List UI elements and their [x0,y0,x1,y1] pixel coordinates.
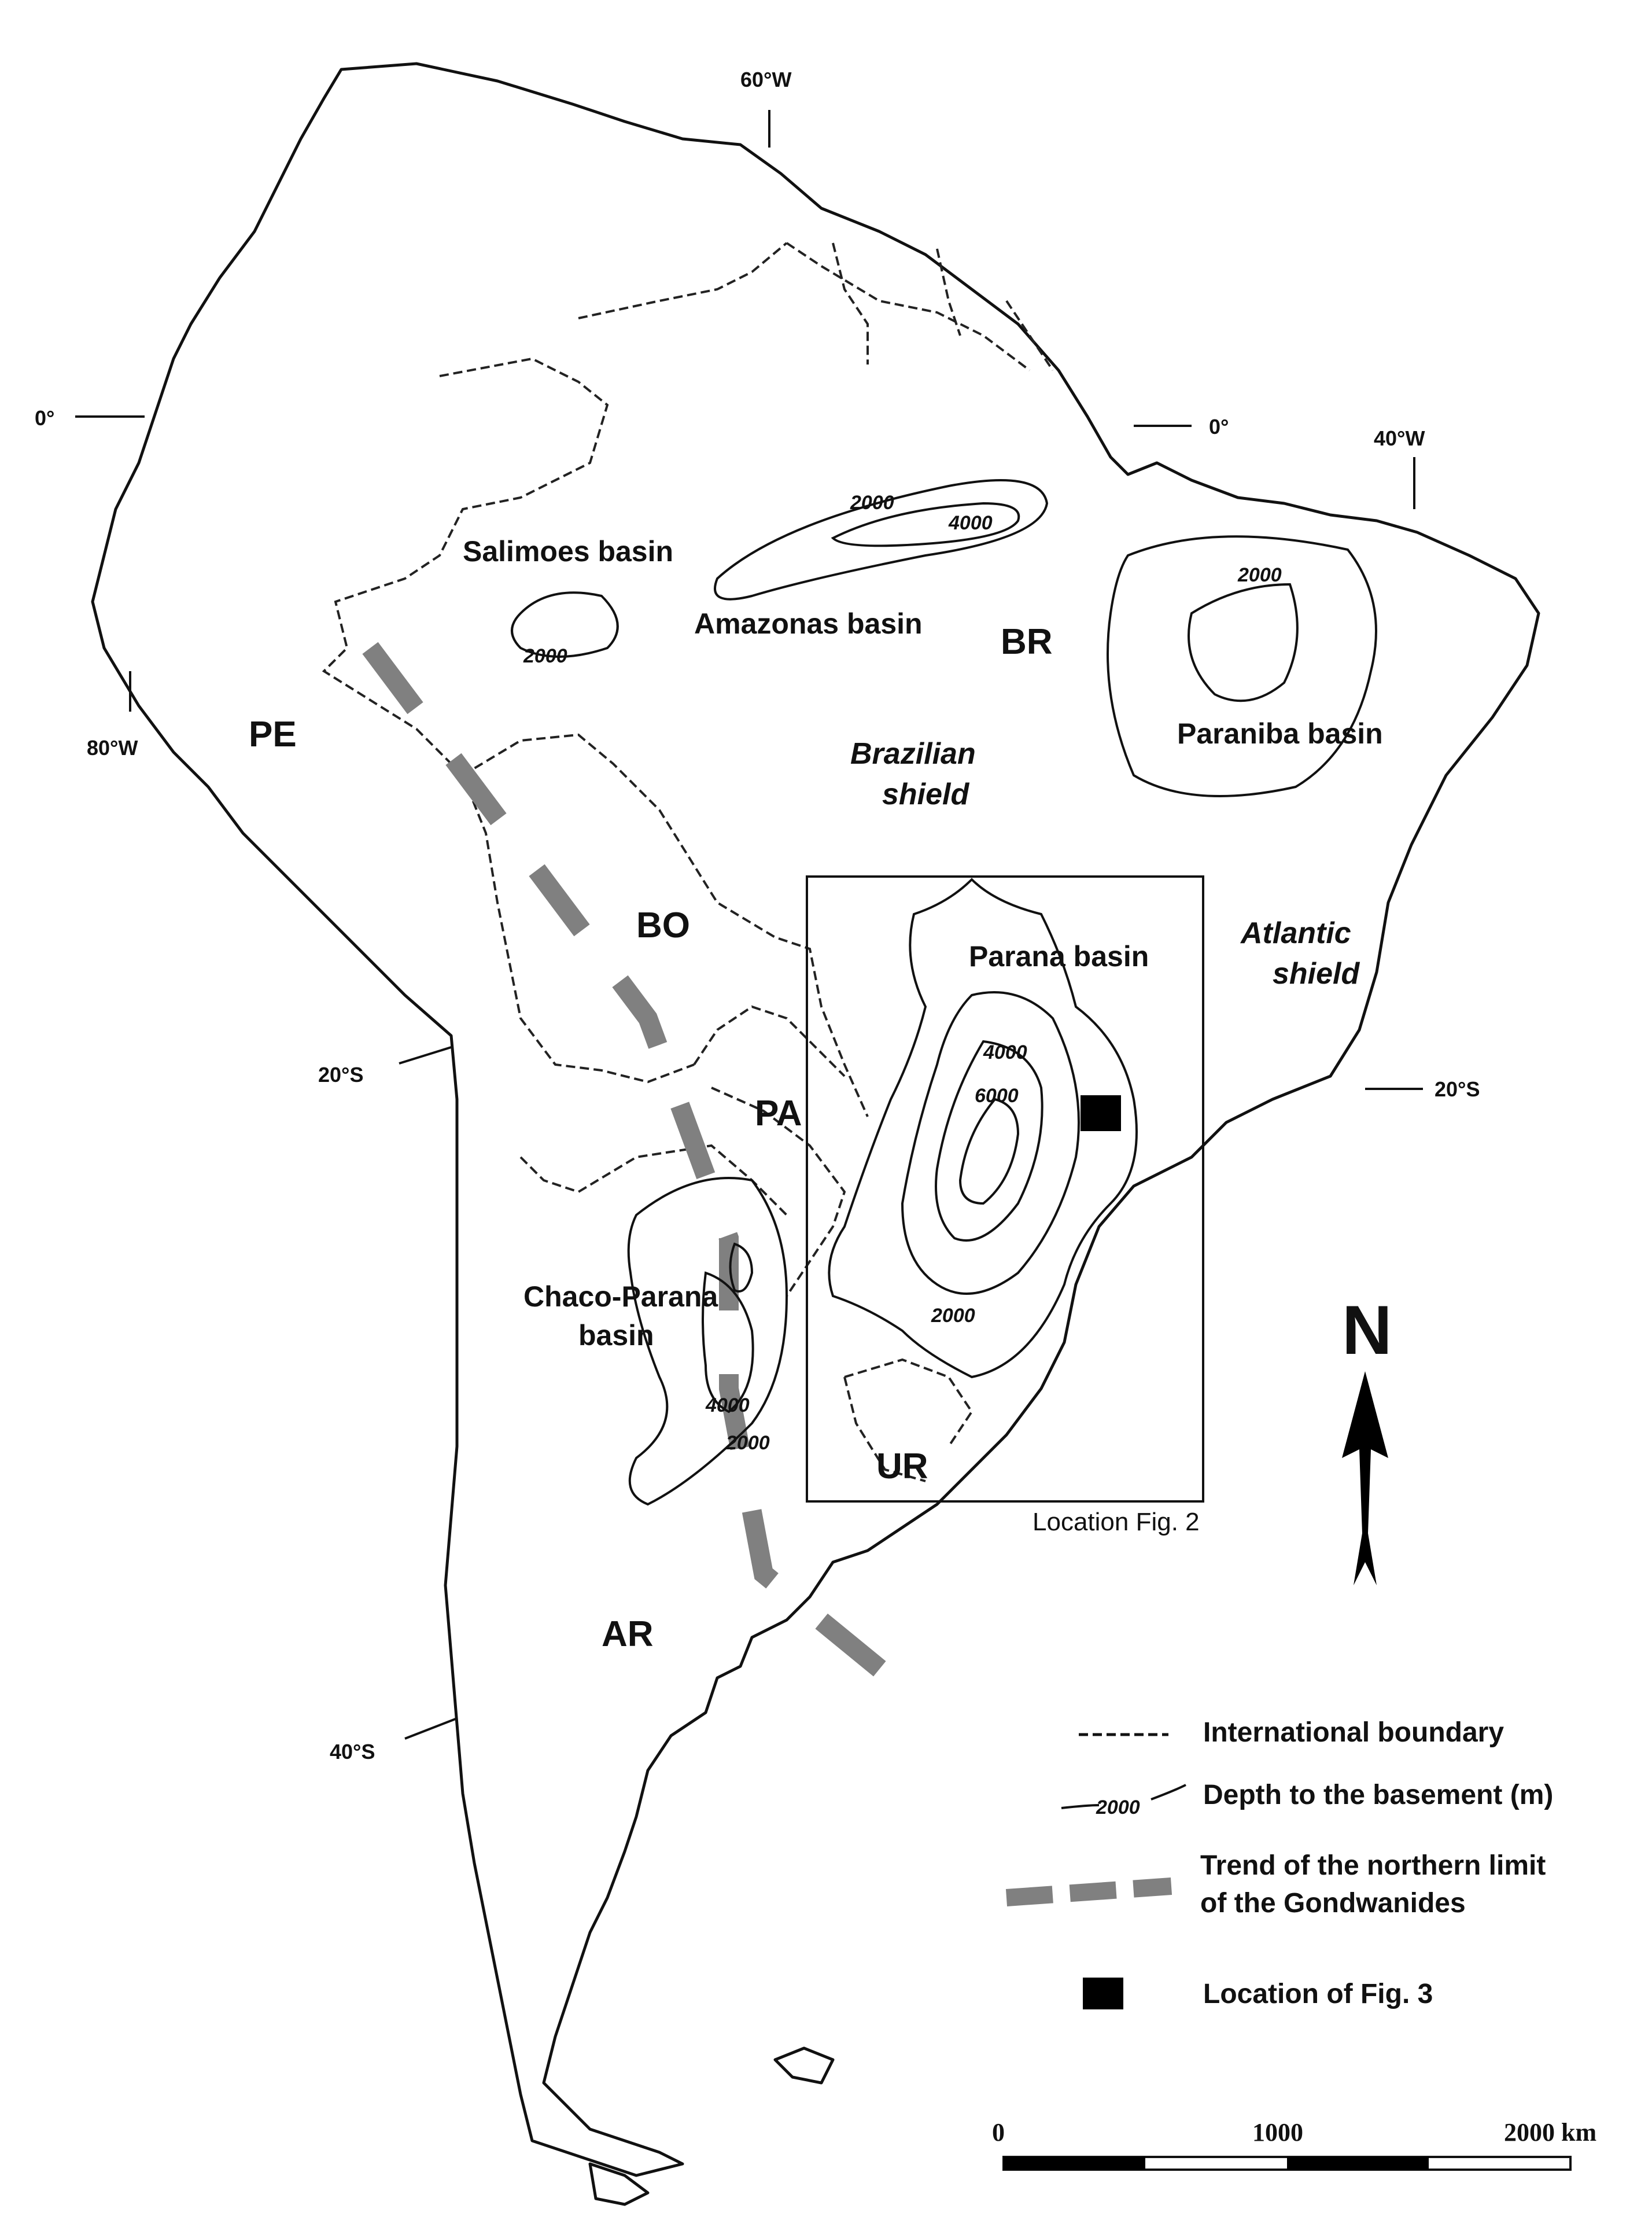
paraniba-contour-2000 [1188,583,1299,702]
chaco-contour-4000 [702,1271,754,1413]
parana-contour-2000 [901,991,1080,1295]
label-brazilian-shield-line1: Brazilian [850,737,976,771]
label-ur: UR [876,1446,928,1486]
legend-international-boundary: International boundary [1203,1717,1504,1748]
label-pa: PA [755,1094,802,1133]
label-parana-basin: Parana basin [969,940,1149,973]
coord-20s-east: 20°S [1435,1077,1480,1101]
legend-gondwanides-line2: of the Gondwanides [1200,1888,1466,1919]
legend-gondwanides-line1: Trend of the northern limit [1200,1850,1546,1881]
coord-0-east: 0° [1209,415,1229,439]
label-ar: AR [602,1614,654,1654]
contour-label-chaco-2000: 2000 [725,1432,770,1454]
tierra-del-fuego [588,2162,650,2206]
legend-depth-sample: 2000 [1096,1796,1140,1818]
legend-graphics [1005,1733,1186,2009]
label-amazonas-basin: Amazonas basin [694,608,923,640]
coord-60w: 60°W [740,68,791,91]
parana-contour-outer [828,878,1138,1379]
location-fig2-box [806,875,1204,1503]
scale-tick-0: 0 [992,2118,1005,2147]
amazonas-contour-2000 [714,479,1049,601]
contour-label-parana-2000: 2000 [931,1305,975,1327]
scale-tick-1000: 1000 [1252,2118,1303,2147]
coord-20s-west: 20°S [318,1063,363,1087]
north-arrow [1342,1371,1388,1585]
label-chaco-parana-line2: basin [578,1319,654,1352]
label-br: BR [1001,622,1053,662]
salimoes-contour-2000 [511,591,619,658]
contour-label-chaco-4000: 4000 [705,1394,750,1416]
contour-label-parana-4000: 4000 [983,1041,1027,1063]
coord-40s: 40°S [330,1740,375,1764]
location-fig2-label: Location Fig. 2 [1032,1508,1200,1536]
label-paraniba-basin: Paraniba basin [1177,717,1383,750]
label-atlantic-shield-line1: Atlantic [1240,916,1351,950]
amazonas-contour-4000 [831,502,1020,547]
label-brazilian-shield-line2: shield [882,778,969,811]
contour-label-parana-6000: 6000 [975,1085,1019,1107]
label-chaco-parana-line1: Chaco-Parana [523,1280,718,1313]
north-label: N [1342,1291,1392,1369]
label-atlantic-shield-line2: shield [1273,957,1360,991]
gondwanides-trend [362,642,897,1686]
location-fig3-marker [1081,1095,1121,1131]
parana-contour-4000 [935,1040,1043,1242]
chaco-contour-inner [729,1242,754,1293]
south-america-coastline [91,62,1540,2177]
coord-80w: 80°W [87,736,138,760]
paraniba-contour-outer [1107,535,1377,797]
legend-fig3-label: Location of Fig. 3 [1203,1979,1433,2009]
coord-40w: 40°W [1374,426,1425,450]
legend-depth-label: Depth to the basement (m) [1203,1780,1553,1810]
label-salimoes-basin: Salimoes basin [463,535,673,568]
parana-contour-6000 [958,1098,1020,1205]
contour-label-paraniba-2000: 2000 [1237,564,1282,586]
contour-label-amazonas-4000: 4000 [948,512,993,534]
label-pe: PE [249,715,297,754]
contour-label-salimoes-2000: 2000 [523,645,567,667]
chaco-contour-2000 [627,1177,788,1506]
coord-0-west: 0° [35,406,54,430]
contour-label-amazonas-2000: 2000 [850,492,894,514]
scale-bar [1002,2156,1572,2171]
scale-tick-2000: 2000 km [1504,2118,1596,2147]
label-bo: BO [636,905,690,945]
falkland-islands [773,2046,835,2085]
graticule-ticks [75,110,1423,1740]
